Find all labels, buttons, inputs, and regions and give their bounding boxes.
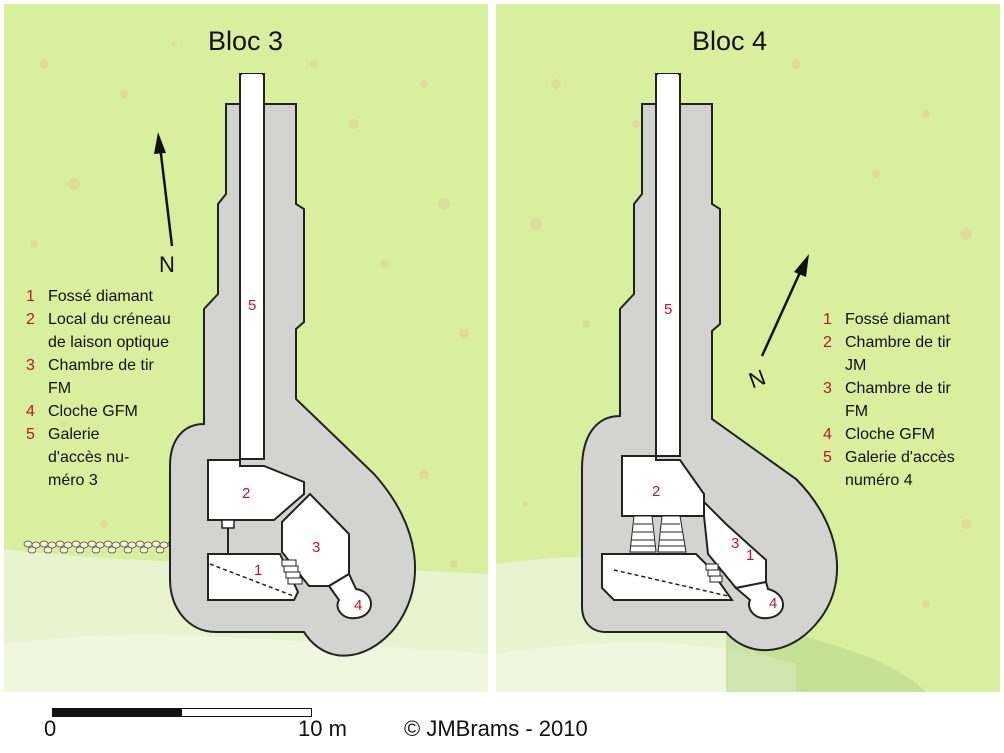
room-4-bell	[327, 572, 372, 620]
label-room-4: 4	[769, 595, 777, 612]
room-5-gallery	[239, 73, 265, 460]
page-title-bloc-3: Bloc 3	[208, 26, 284, 56]
scale-bar-fill	[53, 709, 182, 716]
stairs	[281, 559, 303, 585]
bloc-4-panel: Bloc 4	[496, 4, 1000, 692]
stairs	[705, 563, 723, 583]
periscope-shaft	[221, 519, 235, 529]
label-room-4: 4	[354, 597, 362, 614]
copyright: © JMBrams - 2010	[404, 716, 588, 741]
footer	[0, 692, 1004, 753]
north-label: N	[159, 252, 175, 277]
rubble-strip	[23, 540, 177, 554]
room-1-ditch	[601, 553, 734, 601]
label-room-5: 5	[248, 297, 256, 314]
bloc-3-plan: N 5 2 3 1 4	[23, 73, 416, 657]
ditch-diagonal	[209, 563, 297, 598]
north-label: N	[745, 364, 768, 393]
page-title-bloc-4: Bloc 4	[692, 26, 768, 56]
label-room-1: 1	[746, 547, 754, 564]
bloc-4-plan: N 5 2 3 1 4	[581, 73, 838, 652]
room-5-gallery	[655, 73, 681, 457]
scale-bar	[52, 708, 312, 717]
north-arrow: N	[154, 132, 175, 277]
label-room-3: 3	[312, 539, 320, 556]
label-room-2: 2	[242, 485, 250, 502]
scale-start-label: 0	[44, 716, 57, 741]
label-room-5: 5	[664, 301, 672, 318]
embrasures	[629, 515, 687, 553]
bloc-3-panel: Bloc 3	[4, 4, 488, 692]
label-room-3: 3	[731, 535, 739, 552]
room-4-bell	[733, 580, 784, 620]
label-room-1: 1	[254, 562, 262, 579]
label-room-2: 2	[652, 483, 660, 500]
room-1-ditch	[207, 553, 300, 601]
scale-end-label: 10 m	[298, 716, 347, 741]
ditch-diagonal	[613, 569, 729, 597]
north-arrow: N	[745, 254, 809, 393]
